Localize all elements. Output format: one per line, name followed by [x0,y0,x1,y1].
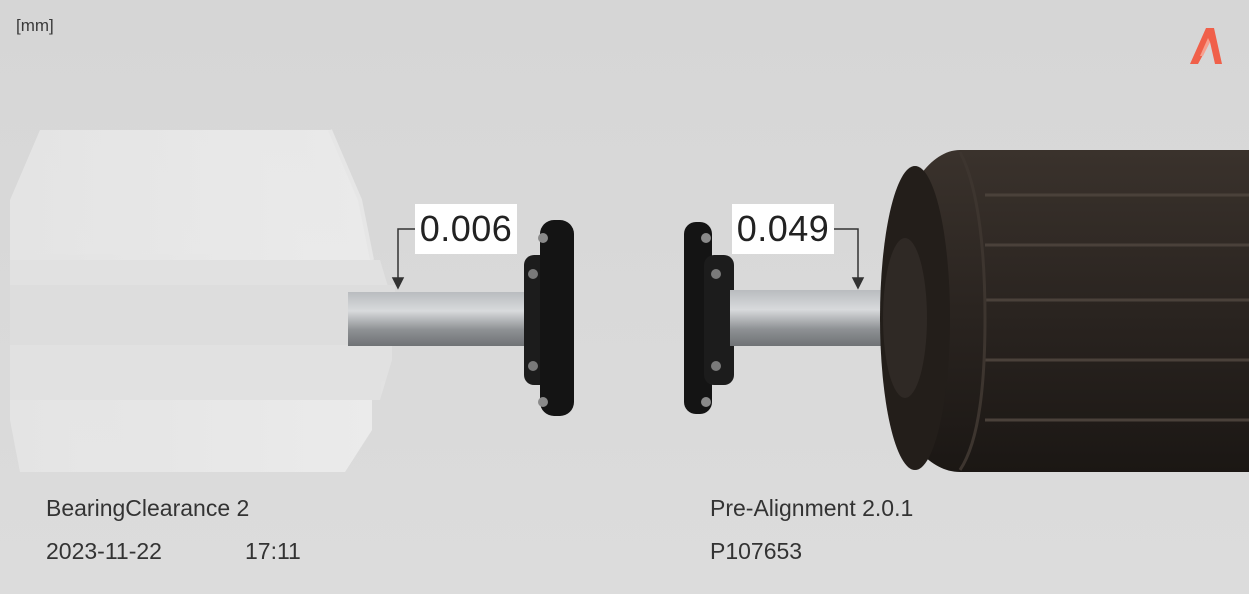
stationary-machine [10,129,395,472]
unit-label: [mm] [16,16,54,35]
movable-motor [880,150,1249,472]
left-indicator-arrow [391,228,415,290]
right-measurement-value: 0.049 [732,204,834,254]
left-shaft [348,292,528,346]
measurement-name: BearingClearance 2 [46,495,250,521]
software-version: Pre-Alignment 2.0.1 [710,495,914,521]
left-measurement-value: 0.006 [415,204,517,254]
right-indicator-arrow [834,228,865,290]
device-serial: P107653 [710,538,803,564]
measurement-time: 17:11 [245,538,301,564]
measurement-date: 2023-11-22 [46,538,162,564]
left-coupling [524,220,574,416]
right-shaft [730,290,890,346]
right-coupling [684,222,734,414]
brand-logo-icon [1190,28,1222,64]
